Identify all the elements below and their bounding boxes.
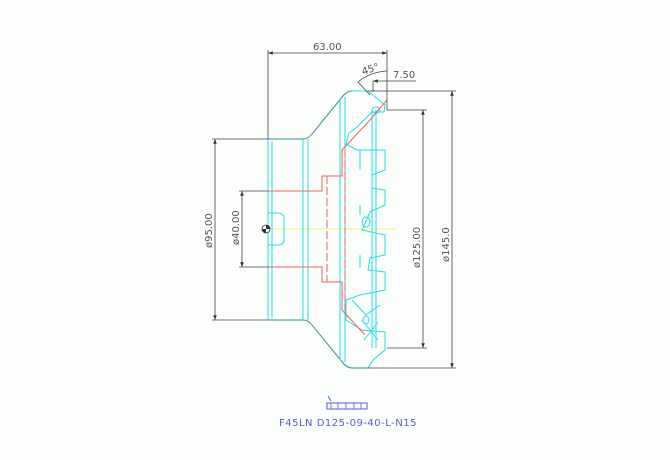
dim-angle: 45° xyxy=(361,62,381,78)
center-mark xyxy=(261,224,271,234)
dimension-7-50: 7.50 xyxy=(372,70,416,92)
dimension-40: ø40.00 xyxy=(231,190,268,268)
dimension-45deg: 45° xyxy=(357,62,388,96)
dimension-125: ø125.00 xyxy=(387,109,427,349)
dimension-63: 63.00 xyxy=(267,42,388,139)
part-number: F45LN D125-09-40-L-N15 xyxy=(279,418,417,429)
dim-hub: ø95.00 xyxy=(204,213,215,248)
dim-length: 63.00 xyxy=(313,42,342,53)
dim-nominal: ø125.00 xyxy=(412,227,423,268)
cutter-body xyxy=(267,90,386,369)
dim-max: ø145.0 xyxy=(441,227,452,262)
iscar-logo xyxy=(326,395,368,410)
dimension-145: ø145.0 xyxy=(368,90,456,369)
dimension-95: ø95.00 xyxy=(204,138,268,321)
dim-bore: ø40.00 xyxy=(231,210,242,245)
dim-offset: 7.50 xyxy=(393,70,415,81)
section-lines xyxy=(268,99,388,336)
